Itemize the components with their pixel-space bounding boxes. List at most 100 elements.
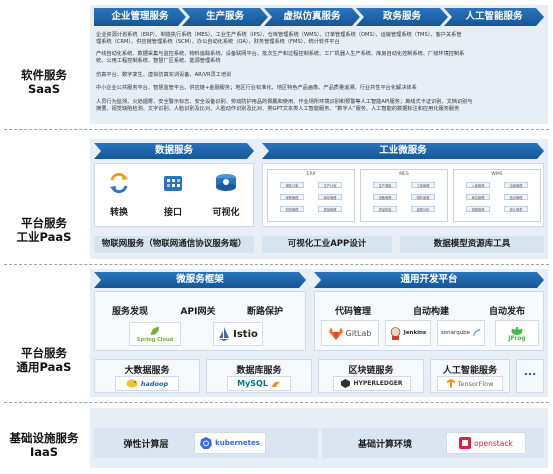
layer-separator (4, 264, 549, 265)
hadoop-elephant-icon (126, 379, 138, 388)
api-gateway-label: API网关 (180, 307, 216, 317)
spring-cloud-icon (151, 327, 159, 335)
saas-tab-enterprise[interactable]: 企业管理服务 (94, 8, 186, 26)
layer-label-line: 通用PaaS (16, 360, 72, 374)
saas-text-line: 中小企业公共服务平台、智慧监管平台、供应链+金融服务；地区行业标准化、地区特色产… (96, 85, 417, 91)
devops-platform-box: 代码管理 自动构建 自动发布 GitLab Jenkins sonarqube … (314, 291, 544, 351)
app-design-bar[interactable]: 可视化工业APP设计 (262, 236, 392, 253)
layer-label-line: 软件服务 (21, 68, 67, 82)
data-transform-icon (108, 172, 130, 198)
elastic-compute-layer[interactable]: 弹性计算层 kubernetes (94, 428, 318, 458)
logo-text: openstack (474, 438, 513, 448)
blockchain-service[interactable]: 区块链服务 HYPERLEDGER (318, 359, 424, 393)
layer-label-line: SaaS (27, 82, 61, 96)
micro-card-wms[interactable]: WMS 入库管理 出库管理 库位管理 盘点管理 调拨管理 统计报表 (453, 169, 541, 222)
service-title: 大数据服务 (124, 366, 170, 376)
jfrog-logo[interactable]: JFrog (495, 320, 539, 346)
hyperledger-logo: HYPERLEDGER (333, 376, 411, 391)
circuit-breaker-label: 断路保护 (246, 307, 283, 317)
kubernetes-logo: kubernetes (194, 432, 266, 454)
kubernetes-wheel-icon (200, 437, 213, 449)
micro-cell: 设备管理 (373, 194, 397, 200)
istio-logo[interactable]: Istio (213, 322, 263, 346)
micro-cell: 报表分析 (411, 206, 435, 212)
iot-service-bar[interactable]: 物联网服务（物联网通信协议服务端） (94, 236, 254, 253)
saas-simulation-desc: 仿真平台、数字孪生、虚拟仿真实训设备、AR/VR员工培训 (96, 72, 544, 79)
auto-build-label: 自动构建 (412, 307, 449, 317)
spring-cloud-logo[interactable]: Spring Cloud (129, 322, 181, 346)
saas-tab-simulation[interactable]: 虚拟仿真服务 (264, 8, 360, 26)
saas-tab-ai[interactable]: 人工智能服务 (444, 8, 544, 26)
more-services[interactable]: ... (516, 359, 544, 393)
mysql-dolphin-icon (271, 381, 280, 387)
data-transform-label: 转换 (109, 208, 128, 218)
code-management-label: 代码管理 (334, 307, 371, 317)
gitlab-icon (328, 326, 343, 340)
layer-label-line: 平台服务 (21, 346, 67, 360)
api-interface-label: 接口 (163, 208, 182, 218)
micro-cell: 库位管理 (466, 194, 490, 200)
layer-label-saas: 软件服务 SaaS (0, 68, 88, 96)
logo-text: MySQL (237, 379, 268, 388)
logo-text: Istio (233, 328, 258, 340)
logo-text: TensorFlow (457, 379, 494, 388)
general-paas-panel: 微服务框架 服务发现 API网关 断路保护 Spring Cloud Istio… (90, 269, 548, 397)
micro-cell: 统计报表 (504, 206, 528, 212)
micro-cell: 入库管理 (466, 182, 490, 188)
mysql-logo: MySQL (227, 376, 291, 391)
layer-label-line: IaaS (29, 445, 59, 459)
saas-text-line: 人员行为监测、火焰烟雾、安全警示标志、安全设备识别、劳动防护用品的佩戴和使用、作… (96, 99, 473, 105)
iaas-panel: 弹性计算层 kubernetes 基础计算环境 openstack (90, 408, 548, 468)
hadoop-logo: hadoop (115, 376, 179, 391)
saas-text-line: 摘要、视觉缺陷检测、文字识别、人脸识别及比对、人脸动作识别及比对、类GPT文本类… (96, 106, 460, 113)
micro-cell: 财务管理 (280, 206, 304, 212)
saas-text-line: 企业资源计划系统（ERP）、制造执行系统（MES）、工业生产系统（IPS）、仓库… (96, 32, 462, 38)
layer-separator (4, 129, 549, 130)
micro-cell: 采购管理 (280, 194, 304, 200)
model-library-bar[interactable]: 数据模型资源库工具 (400, 236, 544, 253)
micro-cell: 工单管理 (411, 182, 435, 188)
microservice-framework-header: 微服务框架 (94, 272, 306, 288)
data-service-box: 转换 接口 可视化 (94, 163, 254, 227)
sonarqube-logo[interactable]: sonarqube (437, 320, 485, 346)
micro-card-erp[interactable]: ERP 销售订单 生产计划 采购管理 库存管理 财务管理 质量管理 (267, 169, 355, 222)
saas-enterprise-desc: 企业资源计划系统（ERP）、制造执行系统（MES）、工业生产系统（IPS）、仓库… (96, 32, 544, 46)
saas-ai-desc: 人员行为监测、火焰烟雾、安全警示标志、安全设备识别、劳动防护用品的佩戴和使用、作… (96, 99, 544, 113)
jfrog-icon (511, 325, 523, 335)
layer-label-industrial-paas: 平台服务 工业PaaS (0, 216, 88, 244)
layer-label-line: 平台服务 (21, 216, 67, 230)
logo-text: JFrog (508, 334, 526, 342)
saas-production-desc: 产线自动化系统、数据采集与监控系统、物料追踪系统、设备联网平台、批次生产和过程控… (96, 51, 544, 65)
iaas-item-label: 基础计算环境 (357, 440, 412, 450)
micro-card-title: WMS (491, 172, 503, 177)
micro-cell: 生产调度 (373, 182, 397, 188)
database-service[interactable]: 数据库服务 MySQL (206, 359, 312, 393)
base-compute-env[interactable]: 基础计算环境 openstack (322, 428, 544, 458)
layer-label-general-paas: 平台服务 通用PaaS (0, 346, 88, 374)
ai-service[interactable]: 人工智能服务 TensorFlow (430, 359, 510, 393)
industrial-paas-panel: 数据服务 转换 接口 (90, 139, 548, 259)
saas-government-desc: 中小企业公共服务平台、智慧监管平台、供应链+金融服务；地区行业标准化、地区特色产… (96, 85, 544, 92)
micro-cell: 物料追溯 (411, 194, 435, 200)
tensorflow-logo: TensorFlow (437, 376, 503, 391)
visualization-label: 可视化 (212, 208, 240, 218)
saas-tab-production[interactable]: 生产服务 (182, 8, 268, 26)
gitlab-logo[interactable]: GitLab (321, 320, 379, 346)
saas-tab-government[interactable]: 政务服务 (356, 8, 448, 26)
micro-cell: 库存管理 (318, 194, 342, 200)
layer-separator (4, 402, 549, 403)
micro-cell: 盘点管理 (504, 194, 528, 200)
micro-cell: 生产计划 (318, 182, 342, 188)
logo-text: HYPERLEDGER (353, 380, 403, 387)
micro-card-title: MES (399, 172, 409, 177)
micro-service-box: ERP 销售订单 生产计划 采购管理 库存管理 财务管理 质量管理 MES 生产… (262, 163, 544, 227)
micro-card-mes[interactable]: MES 生产调度 工单管理 设备管理 物料追溯 质量检验 报表分析 (360, 169, 448, 222)
service-title: 区块链服务 (348, 366, 394, 376)
service-title: 数据库服务 (236, 366, 282, 376)
saas-text-line: 理系统（CRM）、供应链管理系统（SCM）、办公自动化系统（OA）、财务管理系统… (96, 39, 340, 46)
micro-cell: 销售订单 (280, 182, 304, 188)
micro-card-title: ERP (306, 172, 316, 177)
layer-label-iaas: 基础设施服务 IaaS (0, 431, 88, 459)
bigdata-service[interactable]: 大数据服务 hadoop (94, 359, 200, 393)
jenkins-logo[interactable]: Jenkins (385, 320, 431, 346)
